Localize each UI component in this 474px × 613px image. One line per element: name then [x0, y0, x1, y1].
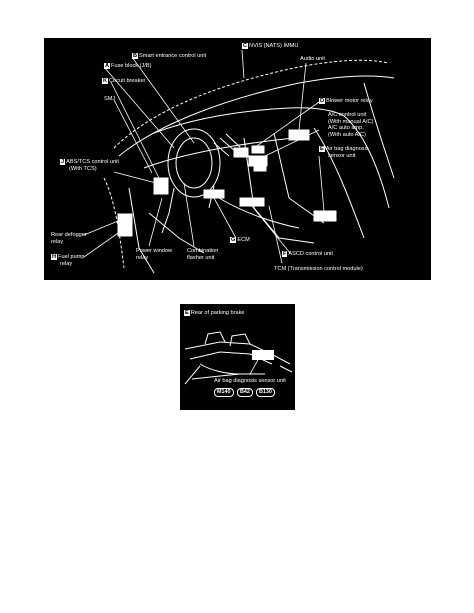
parking-brake-line-drawing: [184, 331, 293, 385]
label-line: (With TCS): [69, 165, 97, 172]
code-badge: F: [282, 251, 288, 258]
label-combination-flasher: Combination flasher unit: [187, 248, 218, 261]
label-audio-unit: Audio unit: [300, 56, 325, 63]
blower-relay-shape: [251, 145, 265, 154]
ascd-unit-shape: [239, 197, 265, 207]
label-line: sensor unit: [328, 152, 356, 159]
label-text: Audio unit: [300, 56, 325, 62]
code-badge: H: [51, 254, 58, 261]
label-line: relay: [51, 238, 64, 245]
label-tcm: TCM (Transmission control module): [274, 266, 363, 273]
code-badge: E: [319, 146, 325, 153]
label-text: Smart entrance control unit: [139, 53, 207, 59]
label-line: Combination: [187, 248, 219, 254]
fuse-block-shape: [153, 177, 169, 195]
label-text: Circuit breaker: [109, 78, 146, 84]
connector-badge-b42: B42: [237, 388, 253, 397]
connector-badge-m140: M140: [214, 388, 234, 397]
label-line: A/C auto amp.: [328, 125, 364, 132]
label-text: ECM: [237, 237, 250, 243]
audio-unit-shape: [288, 129, 310, 141]
inset-caption: Air bag diagnosis sensor unit: [214, 378, 286, 385]
label-text: TCM (Transmission control module): [274, 266, 363, 272]
code-badge: C: [242, 43, 249, 50]
label-text: Blower motor relay: [326, 98, 373, 104]
airbag-sensor-unit-shape: [252, 350, 274, 360]
connector-badge-b130: B130: [256, 388, 275, 397]
code-badge: K: [102, 78, 109, 85]
code-badge: D: [319, 98, 326, 105]
label-line: (With manual A/C): [328, 118, 374, 125]
code-badge: J: [60, 159, 66, 166]
inset-caption-text: Air bag diagnosis sensor unit: [214, 378, 286, 384]
label-text: ASCD control unit: [288, 251, 333, 257]
airbag-sensor-shape: [313, 210, 337, 222]
label-line: (With auto A/C): [328, 131, 366, 138]
code-badge: B: [132, 53, 139, 60]
label-line: A/C control unit: [328, 112, 367, 118]
label-line: Power window: [136, 248, 173, 254]
ac-control-unit-shape: [248, 155, 268, 167]
label-power-window: Power window relay: [136, 248, 172, 261]
code-badge: E: [184, 310, 190, 317]
code-badge: A: [104, 63, 111, 70]
label-line: Fuel pump: [58, 254, 85, 260]
label-ac-control: A/C control unit (With manual A/C) A/C a…: [328, 112, 373, 138]
label-text: SMJ: [104, 96, 116, 102]
label-text: Fuse block (J/B): [111, 63, 152, 69]
ecm-shape: [203, 189, 225, 199]
label-line: Air bag diagnosis: [325, 146, 369, 152]
relay-block-shape: [117, 213, 133, 237]
label-smj: SMJ: [104, 96, 115, 103]
label-line: flasher unit: [187, 254, 215, 261]
label-text: NVIS (NATS) IMMU: [249, 43, 299, 49]
label-rear-defogger: Rear defogger relay: [51, 232, 87, 245]
dashboard-line-drawing: [83, 49, 395, 274]
code-badge: G: [230, 237, 237, 244]
smart-entrance-unit-shape: [233, 147, 249, 158]
inset-header-text: Rear of parking brake: [190, 310, 245, 316]
label-line: relay: [60, 260, 73, 267]
label-line: Rear defogger: [51, 232, 87, 238]
label-line: ABS/TCS control unit: [66, 159, 119, 165]
label-line: relay: [136, 254, 149, 261]
